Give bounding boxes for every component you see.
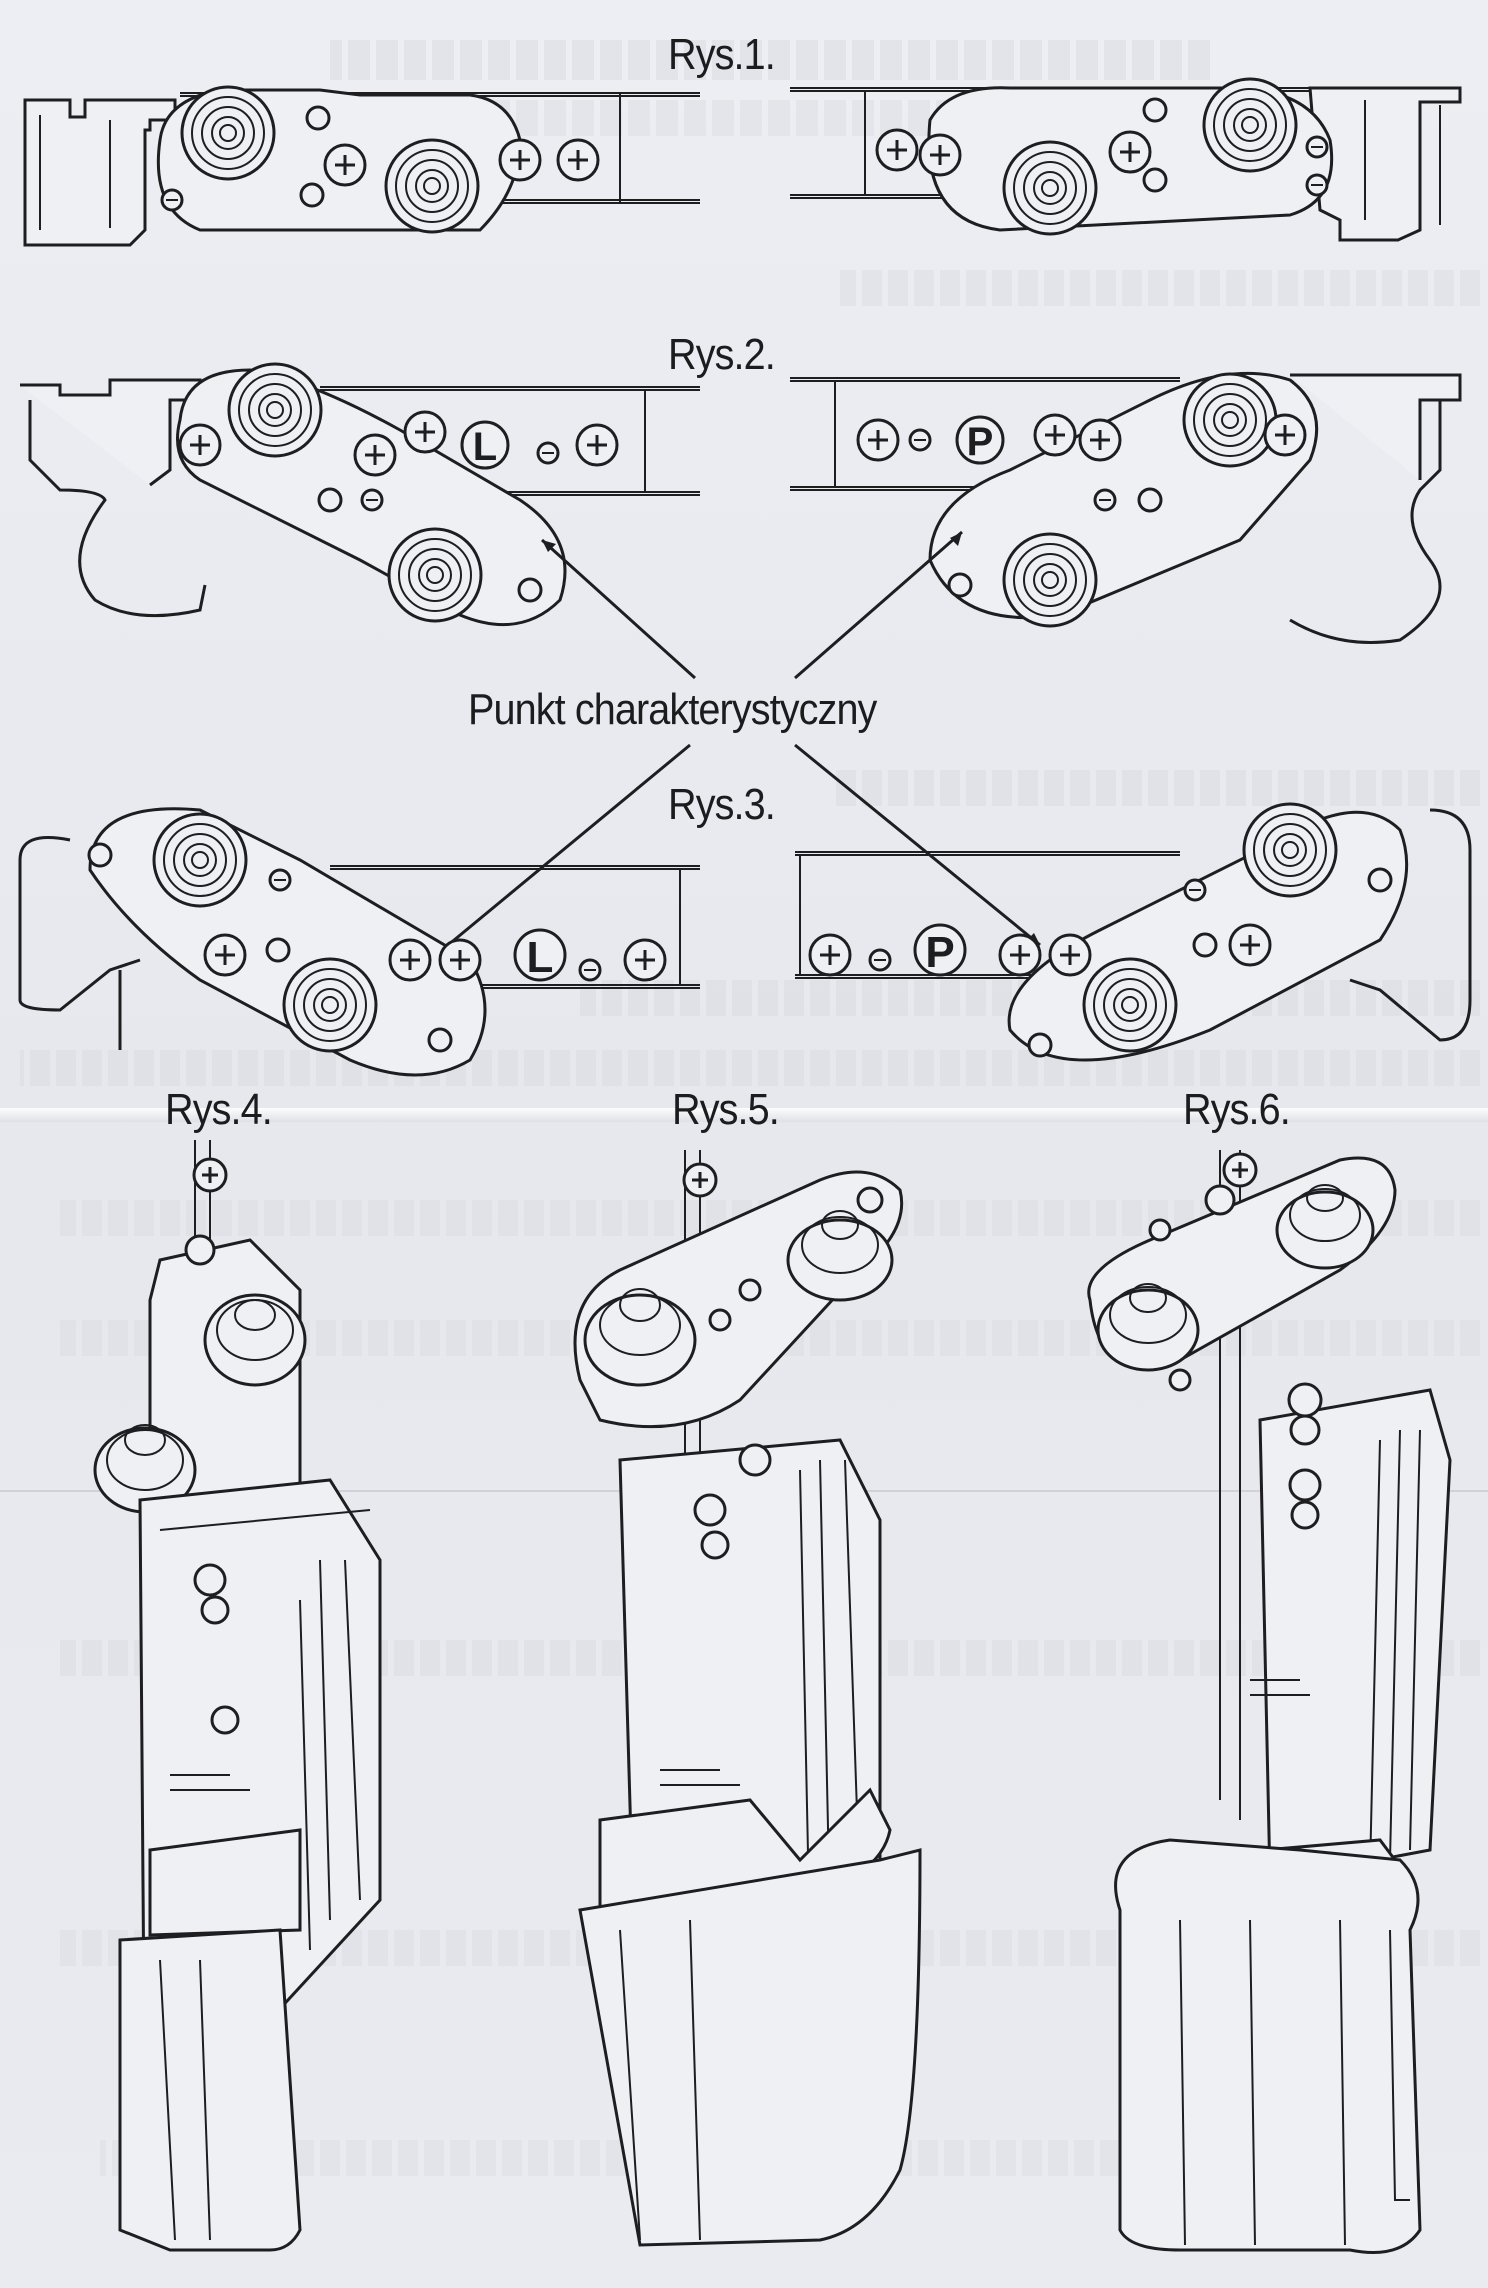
rys1-right-guide (790, 77, 1462, 242)
figure-label-rys6: Rys.6. (1183, 1085, 1291, 1134)
part-mark-right: P (967, 420, 994, 464)
rys5-assembly (573, 1150, 922, 2247)
callout-lines (429, 530, 1041, 962)
figure-label-rys4: Rys.4. (165, 1085, 273, 1134)
figure-label-rys2: Rys.2. (668, 330, 776, 379)
part-mark-right: P (925, 928, 954, 977)
figure-label-rys1: Rys.1. (668, 30, 776, 79)
figure-label-rys3: Rys.3. (668, 780, 776, 829)
rys3-left-guide: L (18, 807, 700, 1077)
paper-tear (0, 1108, 1488, 1122)
part-mark-left: L (473, 425, 497, 469)
figure-label-rys5: Rys.5. (672, 1085, 780, 1134)
rys3-right-guide: P (795, 802, 1472, 1062)
rys4-assembly (93, 1140, 382, 2252)
rys6-assembly (1087, 1150, 1452, 2254)
callout-label: Punkt charakterystyczny (468, 685, 877, 734)
part-mark-left: L (527, 933, 554, 982)
rys2-left-guide: L (20, 362, 700, 627)
rys2-right-guide: P (790, 371, 1462, 644)
rys1-left-guide (23, 85, 700, 247)
